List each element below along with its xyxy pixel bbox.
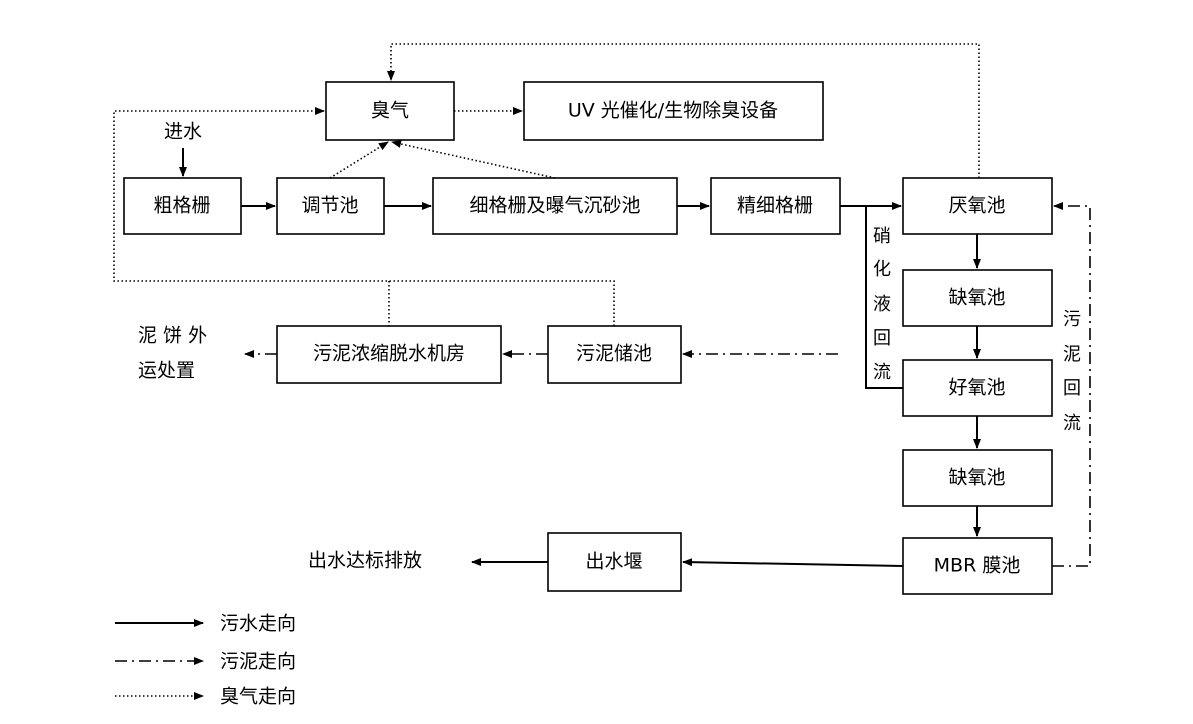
node-coarse-grid: 粗格栅 — [123, 177, 242, 235]
node-mbr-tank: MBR 膜池 — [902, 537, 1053, 595]
sludge-cake-label-line-1: 泥 饼 外 — [138, 325, 207, 347]
node-regulating-tank: 调节池 — [276, 177, 385, 235]
node-deodorizer-label: UV 光催化/生物除臭设备 — [568, 100, 778, 122]
node-coarse-grid-label: 粗格栅 — [153, 195, 210, 217]
node-ozone-label: 臭气 — [371, 100, 409, 122]
node-deodorizer: UV 光催化/生物除臭设备 — [523, 81, 824, 141]
node-anoxic-tank-1: 缺氧池 — [902, 269, 1053, 327]
node-ozone: 臭气 — [325, 81, 455, 141]
nitrate-return-char-1: 硝 — [873, 226, 891, 247]
nitrate-return-char-3: 液 — [873, 294, 891, 315]
node-effluent-weir: 出水堰 — [547, 532, 682, 592]
sludge-return-char-3: 回 — [1063, 378, 1081, 399]
inflow-label: 进水 — [164, 121, 202, 143]
node-effluent-weir-label: 出水堰 — [585, 551, 642, 573]
sludge-return-char-2: 泥 — [1063, 344, 1081, 365]
legend-sludge-label: 污泥走向 — [220, 651, 296, 673]
node-sludge-storage: 污泥储池 — [547, 325, 682, 384]
legend-sewage-label: 污水走向 — [220, 613, 296, 635]
node-mbr-tank-label: MBR 膜池 — [934, 555, 1021, 577]
node-anoxic-tank-2-label: 缺氧池 — [948, 467, 1005, 489]
node-aerobic-tank: 好氧池 — [902, 359, 1053, 417]
nitrate-return-char-2: 化 — [873, 259, 891, 280]
odor-line-sludge-storage-to-ozone — [113, 107, 615, 326]
node-ultra-fine-grid-label: 精细格栅 — [737, 195, 813, 217]
node-sludge-storage-label: 污泥储池 — [576, 343, 652, 365]
odor-line-fine-grid-to-ozone — [391, 140, 556, 179]
arrow-mbr-to-effluent-weir — [682, 558, 904, 567]
odor-line-regulating-to-ozone — [329, 141, 389, 179]
sludge-cake-label-line-2: 运处置 — [138, 360, 195, 382]
sludge-return-char-1: 污 — [1063, 309, 1081, 330]
odor-flow-lines — [113, 43, 980, 326]
node-anoxic-tank-1-label: 缺氧池 — [948, 287, 1005, 309]
discharge-label: 出水达标排放 — [308, 550, 422, 572]
odor-line-anaerobic-to-ozone — [387, 43, 980, 178]
node-sludge-dewatering-label: 污泥浓缩脱水机房 — [313, 343, 465, 365]
node-ultra-fine-grid: 精细格栅 — [710, 177, 841, 235]
node-fine-grid-grit-label: 细格栅及曝气沉砂池 — [469, 195, 640, 217]
legend-odor-label: 臭气走向 — [220, 686, 296, 708]
node-regulating-tank-label: 调节池 — [301, 195, 358, 217]
node-sludge-dewatering: 污泥浓缩脱水机房 — [276, 325, 502, 384]
node-fine-grid-grit: 细格栅及曝气沉砂池 — [432, 177, 678, 235]
legend: 污水走向 污泥走向 臭气走向 — [115, 613, 296, 708]
sewage-flow-lines — [179, 148, 981, 567]
nitrate-return-char-5: 流 — [873, 362, 891, 383]
sludge-return-line — [1052, 202, 1091, 567]
node-anoxic-tank-2: 缺氧池 — [902, 449, 1053, 507]
sludge-flow-lines — [244, 202, 1091, 567]
nitrate-return-char-4: 回 — [873, 328, 891, 349]
node-anaerobic-tank-label: 厌氧池 — [948, 195, 1005, 217]
node-aerobic-tank-label: 好氧池 — [948, 377, 1005, 399]
node-anaerobic-tank: 厌氧池 — [902, 177, 1053, 235]
sludge-return-char-4: 流 — [1063, 413, 1081, 434]
nitrate-return-line — [865, 206, 903, 389]
